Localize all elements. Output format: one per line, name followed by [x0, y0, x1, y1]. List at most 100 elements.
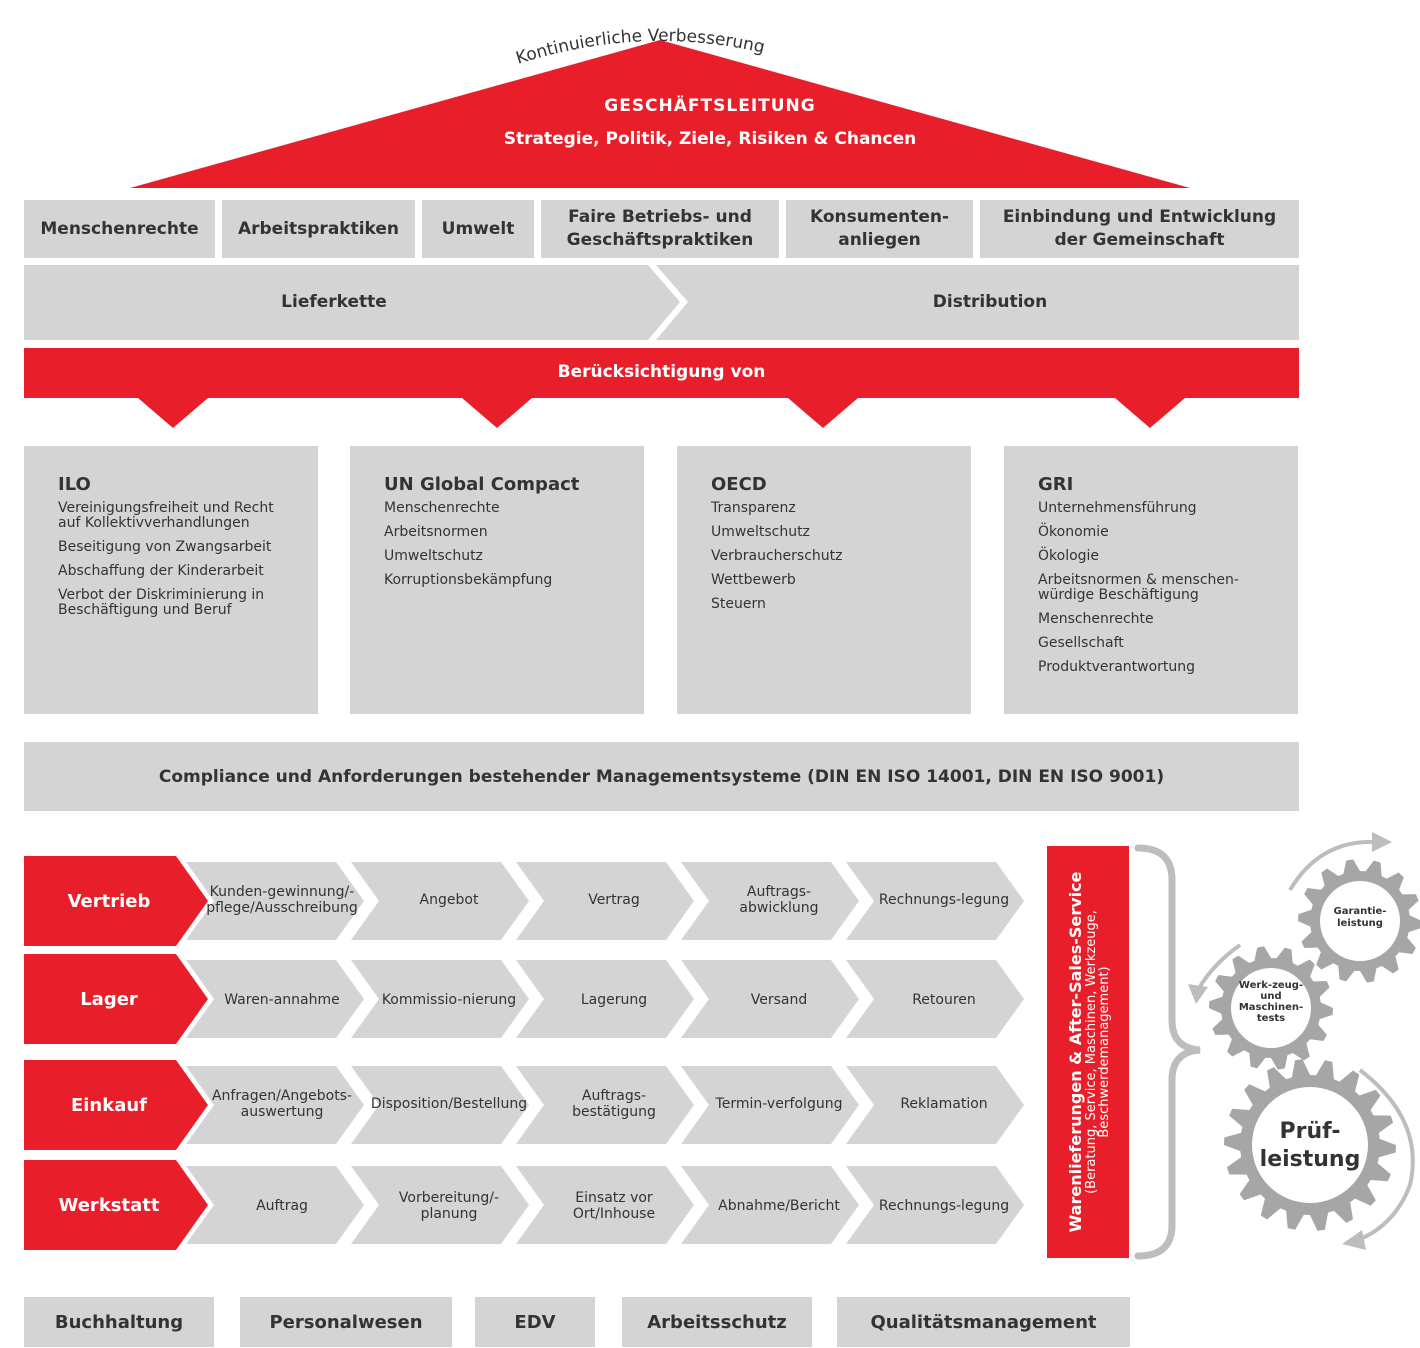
roof-title: GESCHÄFTSLEITUNG	[604, 96, 816, 116]
gear-medium-icon	[1209, 946, 1333, 1070]
pillar-umwelt: Umwelt	[422, 200, 534, 258]
process-einkauf: Einkauf	[70, 1094, 148, 1116]
dept-personalwesen: Personalwesen	[240, 1297, 452, 1347]
compliance-bar: Compliance und Anforderungen bestehender…	[24, 742, 1299, 811]
process-lager: Lager	[80, 988, 138, 1010]
standard-item: Arbeitsnormen & menschen-würdige Beschäf…	[1038, 572, 1239, 603]
process-step-arrow	[351, 1166, 529, 1244]
process-step: Auftrags-abwicklung	[739, 884, 819, 916]
process-step-arrow	[516, 1066, 694, 1144]
process-step: Termin-verfolgung	[715, 1096, 843, 1112]
standard-title: UN Global Compact	[384, 474, 580, 495]
brace-icon	[1134, 844, 1201, 1260]
process-step: Vorbereitung/-planung	[398, 1190, 500, 1222]
process-step-arrow	[186, 1066, 364, 1144]
dept-buchhaltung: Buchhaltung	[24, 1297, 214, 1347]
process-step-arrow	[186, 960, 364, 1038]
standard-un-global-compact: UN Global Compact Menschenrechte Arbeits…	[350, 446, 644, 714]
gear-label-pruef: Prüf-leistung	[1259, 1119, 1361, 1172]
standard-item: Verbraucherschutz	[711, 548, 843, 564]
process-step: Disposition/Bestellung	[370, 1096, 528, 1112]
process-head-arrow	[24, 1160, 208, 1250]
process-step: Einsatz vor Ort/Inhouse	[572, 1190, 656, 1222]
gear-label-tests: Werk-zeug- und Maschinen-tests	[1238, 980, 1304, 1024]
standard-item: Arbeitsnormen	[384, 524, 488, 540]
process-head-arrow	[24, 856, 208, 946]
gear-large-icon	[1224, 1059, 1396, 1231]
standard-item: Menschenrechte	[1038, 611, 1154, 627]
roof-subtitle: Strategie, Politik, Ziele, Risiken & Cha…	[503, 129, 917, 149]
gear-small-icon	[1298, 859, 1420, 983]
standard-title: OECD	[711, 474, 767, 495]
process-step-arrow	[846, 862, 1024, 940]
process-step-arrow	[186, 1166, 364, 1244]
process-step-arrow	[846, 960, 1024, 1038]
standard-ilo: ILO Vereinigungsfreiheit und Recht auf K…	[24, 446, 318, 714]
standard-title: GRI	[1038, 474, 1074, 495]
process-step: Kommissio-nierung	[381, 992, 517, 1008]
standard-item: Vereinigungsfreiheit und Recht auf Kolle…	[58, 500, 274, 531]
process-werkstatt: Werkstatt	[58, 1194, 160, 1216]
process-step-arrow	[846, 1066, 1024, 1144]
standard-item: Beseitigung von Zwangsarbeit	[58, 539, 272, 555]
consideration-label: Berücksichtigung von	[557, 362, 766, 382]
process-step-arrow	[351, 1066, 529, 1144]
pillar-faire-praktiken: Faire Betriebs- und Geschäftspraktiken	[541, 200, 779, 258]
process-step: Reklamation	[900, 1096, 988, 1112]
process-step: Angebot	[419, 892, 479, 908]
process-step: Auftrags-bestätigung	[572, 1088, 656, 1120]
pillar-konsumenten: Konsumenten-anliegen	[786, 200, 973, 258]
standard-item: Ökonomie	[1038, 524, 1109, 540]
standard-item: Unternehmensführung	[1038, 500, 1197, 516]
process-step-arrow	[681, 1066, 859, 1144]
process-step: Auftrag	[256, 1198, 308, 1214]
standard-item: Steuern	[711, 596, 766, 612]
process-step: Rechnungs-legung	[878, 892, 1010, 908]
process-step: Waren-annahme	[224, 992, 340, 1008]
process-step-arrow	[351, 862, 529, 940]
process-step-arrow	[186, 862, 364, 940]
process-step: Lagerung	[580, 992, 648, 1008]
standard-item: Gesellschaft	[1038, 635, 1124, 651]
chain-distribution: Distribution	[932, 292, 1048, 312]
chain-arrows	[24, 265, 1299, 340]
process-head-arrow	[24, 1060, 208, 1150]
pillar-arbeitspraktiken: Arbeitspraktiken	[222, 200, 415, 258]
roof-triangle: Kontinuierliche Verbesserung	[130, 26, 1190, 188]
standard-title: ILO	[58, 474, 91, 495]
standard-item: Wettbewerb	[711, 572, 796, 588]
standard-item: Korruptionsbekämpfung	[384, 572, 553, 588]
process-step: Abnahme/Bericht	[718, 1198, 840, 1214]
process-step-arrow	[681, 960, 859, 1038]
standard-item: Menschenrechte	[384, 500, 500, 516]
pillar-gemeinschaft: Einbindung und Entwicklung der Gemeinsch…	[980, 200, 1299, 258]
process-step: Vertrag	[588, 892, 640, 908]
process-step: Kunden-gewinnung/-pflege/Ausschreibung	[206, 884, 358, 916]
standard-item: Abschaffung der Kinderarbeit	[58, 563, 264, 579]
cycle-arrow-left-icon	[1196, 943, 1242, 991]
process-step-arrow	[681, 862, 859, 940]
standard-item: Verbot der Diskriminierung in Beschäftig…	[58, 587, 265, 618]
process-step-arrow	[846, 1166, 1024, 1244]
after-sales-service-box: Warenlieferungen & After-Sales-Service (…	[1047, 846, 1129, 1258]
standard-item: Umweltschutz	[384, 548, 483, 564]
process-head-arrow	[24, 954, 208, 1044]
standard-gri: GRI Unternehmensführung Ökonomie Ökologi…	[1004, 446, 1298, 714]
process-step-arrow	[681, 1166, 859, 1244]
process-step: Anfragen/Angebots-auswertung	[211, 1088, 353, 1120]
process-step-arrow	[516, 862, 694, 940]
standard-item: Ökologie	[1038, 548, 1100, 564]
standard-item: Umweltschutz	[711, 524, 810, 540]
cycle-arrow-top-icon	[1288, 839, 1376, 892]
standard-item: Produktverantwortung	[1038, 659, 1196, 675]
consideration-bar	[24, 348, 1299, 428]
process-step-arrow	[351, 960, 529, 1038]
pillar-menschenrechte: Menschenrechte	[24, 200, 215, 258]
process-vertrieb: Vertrieb	[67, 890, 151, 912]
process-step: Retouren	[912, 992, 976, 1008]
chain-lieferkette: Lieferkette	[281, 292, 387, 312]
process-step: Rechnungs-legung	[878, 1198, 1010, 1214]
cycle-arrow-right-icon	[1357, 1068, 1415, 1242]
